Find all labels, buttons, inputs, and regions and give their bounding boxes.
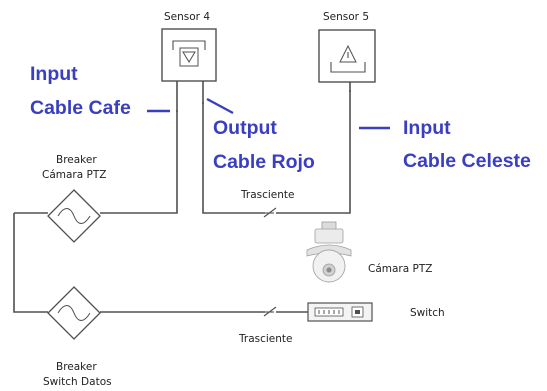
breaker-switch-label-1: Breaker <box>56 361 97 373</box>
sensor4-label: Sensor 4 <box>164 11 210 23</box>
breaker-switch-icon <box>47 286 101 340</box>
breaker-ptz-icon <box>47 189 101 243</box>
warning-triangle-sensor-icon <box>330 44 366 73</box>
sensor4-box <box>161 28 217 82</box>
ptz-dome-camera-icon <box>306 221 352 283</box>
sensor5-label: Sensor 5 <box>323 11 369 23</box>
cable-rojo-wire <box>202 102 265 214</box>
cable-cafe-wire <box>100 110 178 214</box>
trasciente-bottom-contact <box>263 306 277 317</box>
trasciente-top-label: Trasciente <box>240 189 294 201</box>
cable-cafe-label: Cable Cafe <box>30 97 131 119</box>
breaker-switch-label-2: Switch Datos <box>43 376 112 388</box>
cable-celeste-wire <box>276 90 351 214</box>
down-triangle-sensor-icon <box>172 40 206 67</box>
cable-celeste-label: Cable Celeste <box>403 150 531 172</box>
output-label: Output <box>213 117 277 139</box>
switch-label: Switch <box>410 307 445 319</box>
network-switch-icon <box>307 302 373 322</box>
trasciente-bottom-label: Trasciente <box>238 333 292 345</box>
breaker-ptz-label-2: Cámara PTZ <box>42 169 106 181</box>
trasciente-top-contact <box>263 207 277 218</box>
input-right-label: Input <box>403 117 451 139</box>
sensor5-box <box>318 29 376 83</box>
bus-left-vertical <box>13 213 48 313</box>
cable-rojo-label: Cable Rojo <box>213 151 315 173</box>
breaker-ptz-label-1: Breaker <box>56 154 97 166</box>
input-left-label: Input <box>30 63 78 85</box>
camara-ptz-label: Cámara PTZ <box>368 263 432 275</box>
pointer-output <box>206 97 234 115</box>
